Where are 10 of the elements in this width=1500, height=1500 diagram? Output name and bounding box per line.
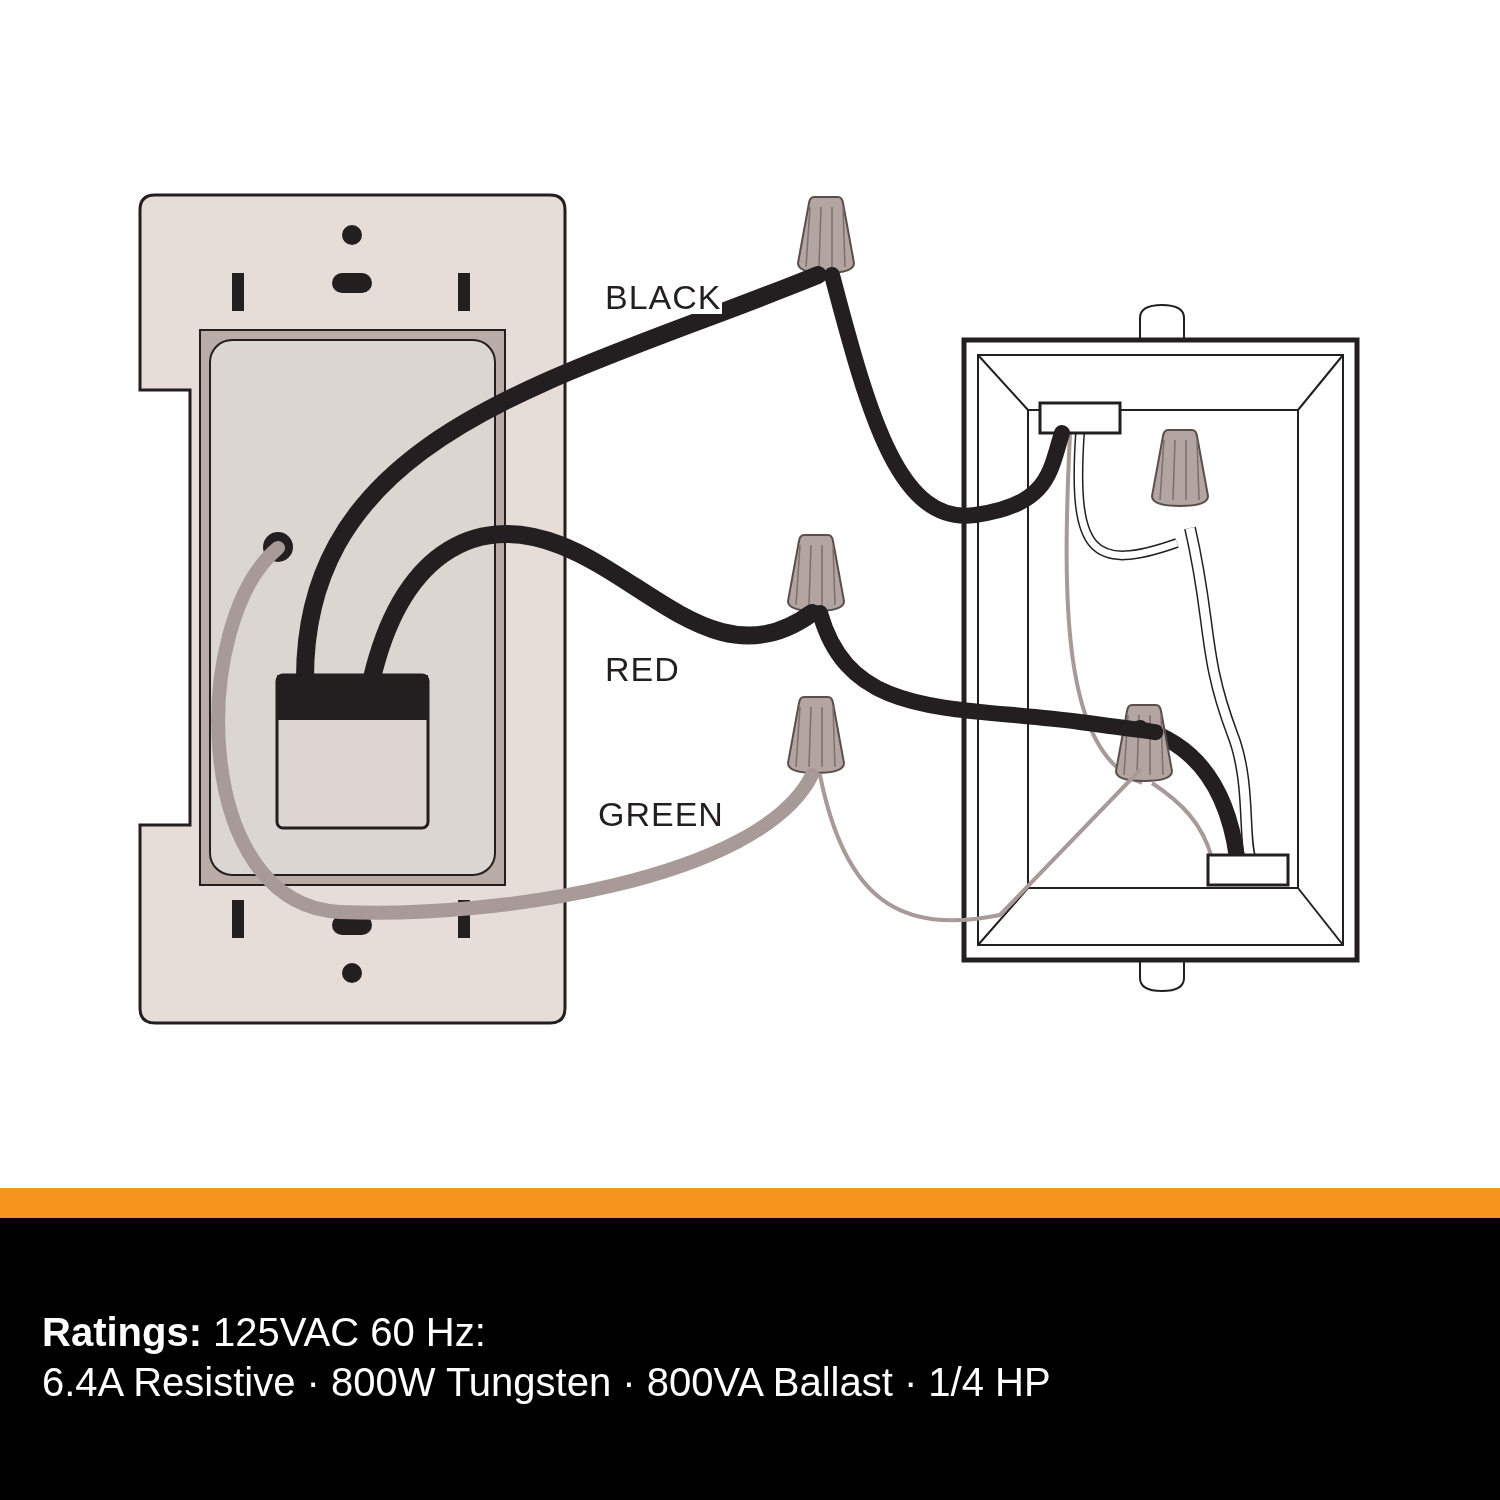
wire — [211, 541, 819, 920]
wire-nut-icon — [786, 695, 846, 775]
ratings-text: 6.4A Resistive · 800W Tungsten · 800VA Ballast · 1/4 HP — [42, 1359, 1051, 1406]
wire-nut-icon — [796, 195, 856, 275]
wire — [818, 768, 1142, 923]
ratings-text: Ratings: 125VAC 60 Hz: — [42, 1309, 486, 1356]
light-switch-drawing — [140, 195, 565, 1023]
wire-nut-icon — [786, 533, 846, 613]
junction-box-drawing — [962, 303, 1359, 993]
wire — [812, 605, 1163, 741]
